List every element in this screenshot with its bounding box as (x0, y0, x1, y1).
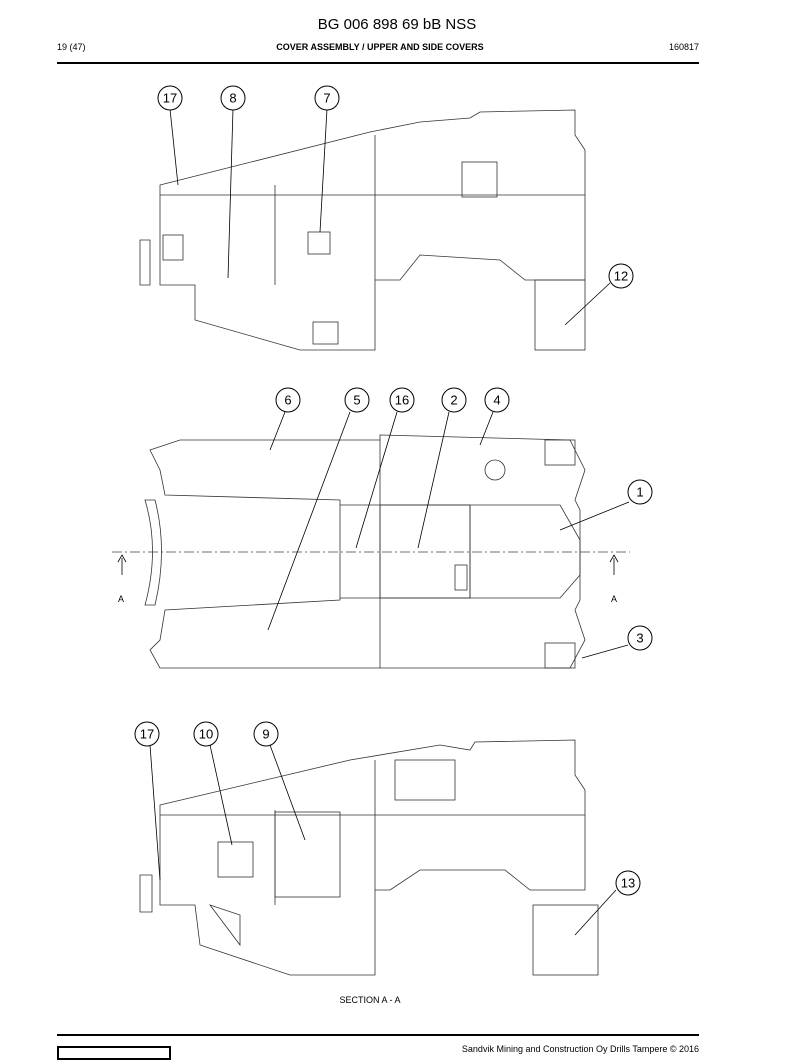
callout-1: 1 (627, 479, 653, 505)
svg-text:1: 1 (636, 485, 643, 500)
section-marker-left: A (118, 594, 125, 604)
cover-plan-view (112, 434, 630, 669)
svg-text:7: 7 (323, 91, 330, 106)
footer-rule (57, 1034, 699, 1036)
callout-16: 16 (389, 387, 415, 413)
sandvik-logo (57, 1046, 171, 1060)
callout-17-section: 17 (134, 721, 160, 747)
svg-text:12: 12 (614, 269, 628, 284)
callout-12: 12 (608, 263, 634, 289)
svg-text:6: 6 (284, 393, 291, 408)
section-caption: SECTION A - A (339, 995, 401, 1005)
callout-3: 3 (627, 625, 653, 651)
date-code: 160817 (668, 42, 699, 52)
header-rule (57, 62, 699, 64)
callout-17-top: 17 (157, 85, 183, 111)
svg-text:13: 13 (621, 876, 635, 891)
callout-13: 13 (615, 870, 641, 896)
callout-9: 9 (253, 721, 279, 747)
page-number: 19 (47) (57, 42, 86, 52)
svg-text:2: 2 (450, 393, 457, 408)
callout-10: 10 (193, 721, 219, 747)
svg-text:16: 16 (395, 393, 409, 408)
footer-copyright: Sandvik Mining and Construction Oy Drill… (461, 1044, 699, 1054)
svg-text:17: 17 (140, 727, 154, 742)
callout-6: 6 (275, 387, 301, 413)
callout-4: 4 (484, 387, 510, 413)
section-a-a-view (139, 739, 599, 976)
svg-text:5: 5 (353, 393, 360, 408)
callout-7: 7 (314, 85, 340, 111)
callout-2: 2 (441, 387, 467, 413)
svg-text:3: 3 (636, 631, 643, 646)
callout-5: 5 (344, 387, 370, 413)
callout-8: 8 (220, 85, 246, 111)
page-title: COVER ASSEMBLY / UPPER AND SIDE COVERS (276, 42, 484, 52)
section-marker-right: A (611, 594, 618, 604)
svg-text:4: 4 (493, 393, 500, 408)
upper-cover-side-view (139, 109, 586, 351)
svg-text:10: 10 (199, 727, 213, 742)
svg-text:17: 17 (163, 91, 177, 106)
document-number: BG 006 898 69 bB NSS (317, 16, 477, 33)
svg-text:9: 9 (262, 727, 269, 742)
svg-text:8: 8 (229, 91, 236, 106)
